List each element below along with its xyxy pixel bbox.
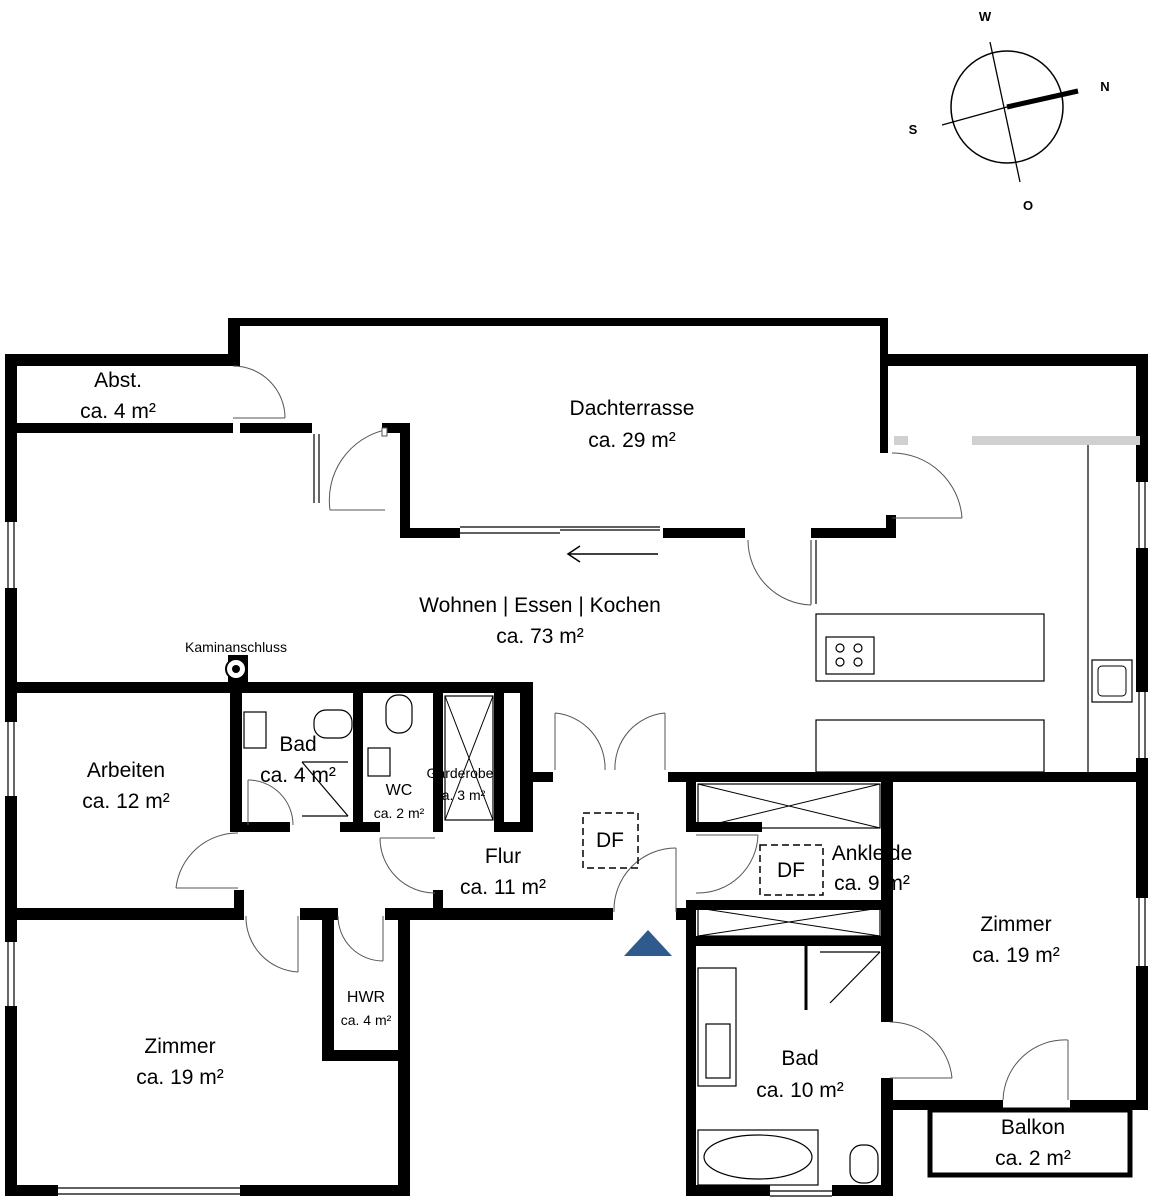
toilet-icon xyxy=(313,709,353,739)
washbasin-icon xyxy=(243,711,267,749)
shower-icon xyxy=(829,951,881,1004)
wardrobe-icon xyxy=(444,695,494,821)
compass-west-label: W xyxy=(979,9,992,24)
wardrobe-icon xyxy=(697,783,881,829)
room-area-hwr: ca. 4 m² xyxy=(341,1012,392,1028)
roof-window-marker xyxy=(759,844,824,896)
toilet-icon xyxy=(849,1144,879,1184)
df-label-2: DF xyxy=(777,859,805,882)
room-name-arbeiten: Arbeiten xyxy=(87,759,165,782)
compass-east-label: O xyxy=(1023,198,1033,213)
room-area-bad-small: ca. 4 m² xyxy=(260,764,336,787)
compass-north-label: N xyxy=(1100,79,1109,94)
room-area-bad-large: ca. 10 m² xyxy=(756,1079,844,1102)
room-area-balkon: ca. 2 m² xyxy=(995,1147,1071,1170)
room-name-zimmer-left: Zimmer xyxy=(144,1035,215,1058)
room-name-ankleide: Ankleide xyxy=(832,842,913,865)
compass-circle xyxy=(950,50,1064,164)
room-name-abst: Abst. xyxy=(94,369,142,392)
washbasin-icon xyxy=(705,1023,731,1079)
room-area-zimmer-left: ca. 19 m² xyxy=(136,1066,224,1089)
room-name-hwr: HWR xyxy=(347,989,385,1006)
room-area-living: ca. 73 m² xyxy=(496,625,584,648)
roof-window-marker xyxy=(582,812,639,869)
kitchen-island xyxy=(815,613,1045,682)
room-name-wc: WC xyxy=(386,782,413,799)
fixtures xyxy=(225,445,1133,1186)
room-name-living: Wohnen | Essen | Kochen xyxy=(419,594,661,617)
room-area-abst: ca. 4 m² xyxy=(80,400,156,423)
room-name-bad-large: Bad xyxy=(781,1047,818,1070)
wardrobe-icon xyxy=(697,907,881,937)
room-area-ankleide: ca. 9 m² xyxy=(834,872,910,895)
terrace-overhang-shade xyxy=(894,436,908,445)
compass-west-east-axis xyxy=(989,41,1021,183)
room-name-flur: Flur xyxy=(485,845,521,868)
df-label-1: DF xyxy=(596,829,624,852)
sliding-door-arrow-icon xyxy=(566,545,658,563)
entrance-marker-icon xyxy=(624,930,672,956)
shower-icon xyxy=(301,761,349,817)
room-area-zimmer-right: ca. 19 m² xyxy=(972,944,1060,967)
room-area-dachterrasse: ca. 29 m² xyxy=(588,429,676,452)
room-name-dachterrasse: Dachterrasse xyxy=(570,397,695,420)
bathtub-icon xyxy=(697,1129,819,1186)
washbasin-icon xyxy=(367,747,391,777)
compass-south-label: S xyxy=(909,122,918,137)
doors xyxy=(175,365,1069,1101)
room-name-bad-small: Bad xyxy=(279,733,316,756)
room-area-garderobe: ca. 3 m² xyxy=(435,787,486,803)
room-name-balkon: Balkon xyxy=(1001,1116,1065,1139)
room-name-garderobe: Garderobe xyxy=(427,765,494,781)
room-name-zimmer-right: Zimmer xyxy=(980,913,1051,936)
bathroom-counter xyxy=(697,967,737,1087)
kamin-label: Kaminanschluss xyxy=(185,639,287,655)
kitchen-counter xyxy=(815,719,1045,773)
cooktop-icon xyxy=(825,636,875,675)
toilet-icon xyxy=(385,694,413,734)
room-area-wc: ca. 2 m² xyxy=(374,805,425,821)
room-area-flur: ca. 11 m² xyxy=(460,876,546,899)
compass: W N S O xyxy=(909,9,1110,213)
walls xyxy=(5,318,1148,1196)
room-area-arbeiten: ca. 12 m² xyxy=(82,790,170,813)
compass-north-needle xyxy=(1006,88,1079,110)
room-labels: Abst. ca. 4 m² Dachterrasse ca. 29 m² Wo… xyxy=(80,369,1071,1170)
terrace-overhang-shade xyxy=(972,436,1140,445)
compass-south-axis xyxy=(941,106,1008,126)
